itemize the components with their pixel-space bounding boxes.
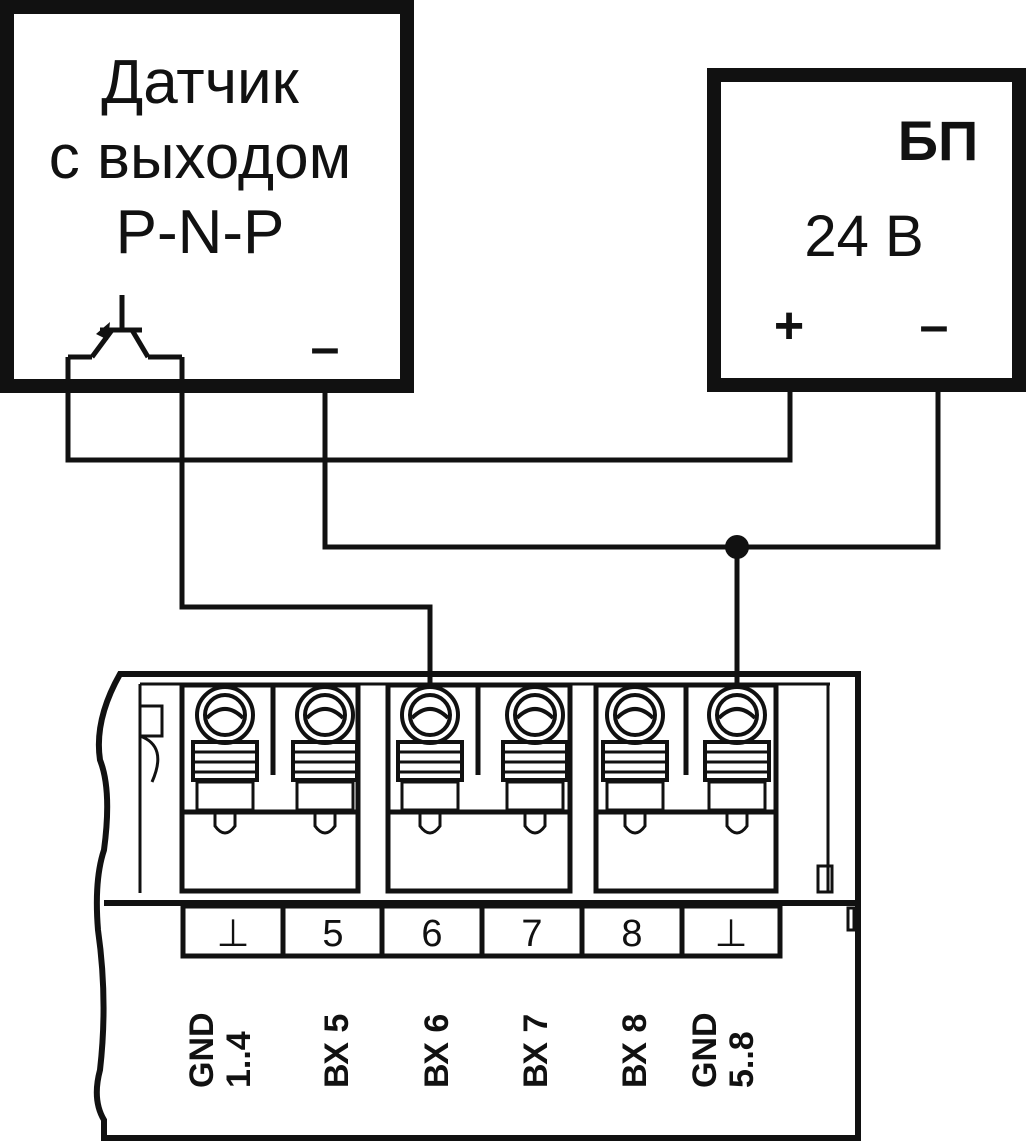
terminal-label-input-6: ВХ 6	[418, 1014, 456, 1088]
power-supply-voltage: 24 В	[804, 204, 923, 269]
power-supply-plus-label: +	[774, 297, 804, 355]
power-supply-minus-label: –	[920, 297, 949, 355]
terminal-number-6: 6	[421, 913, 442, 955]
wire-sensor-to-psu-plus	[65, 357, 793, 463]
terminal-number-gnd-5-8: ⊥	[714, 913, 747, 955]
terminal-label-input-5: ВХ 5	[318, 1014, 356, 1088]
wires	[65, 357, 941, 685]
terminal-number-8: 8	[621, 913, 642, 955]
power-supply-title: БП	[898, 109, 979, 172]
terminal-label-gnd-5-8: GND	[686, 1012, 724, 1088]
terminal-label-input-8: ВХ 8	[616, 1014, 654, 1088]
sensor-box: Датчик с выходом P-N-P –	[0, 0, 414, 393]
screw-terminal-6	[396, 685, 464, 835]
power-supply-box: БП 24 В + –	[707, 68, 1026, 392]
sensor-label-line2: с выходом	[49, 123, 351, 192]
terminal-sublabel-gnd-5-8: 5..8	[723, 1031, 761, 1088]
terminal-number-gnd-1-4: ⊥	[216, 913, 249, 955]
screw-terminals	[191, 685, 771, 835]
wire-sensor-output-to-input-6	[179, 357, 433, 685]
wire-sensor-minus-to-psu-minus	[322, 385, 941, 550]
terminal-sublabel-gnd-1-4: 1..4	[220, 1031, 258, 1088]
terminal-label-input-7: ВХ 7	[517, 1014, 555, 1088]
screw-terminal-gnd-1-4	[191, 685, 259, 835]
pnp-transistor-icon	[68, 295, 182, 360]
terminal-label-gnd-1-4: GND	[183, 1012, 221, 1088]
terminal-numbers: ⊥ 5 6 7 8 ⊥	[216, 913, 747, 955]
connector-housings	[179, 682, 779, 894]
sensor-label-line1: Датчик	[101, 48, 299, 117]
screw-terminal-5	[291, 685, 359, 835]
screw-terminal-8	[601, 685, 669, 835]
screw-terminal-gnd-5-8	[703, 685, 771, 835]
terminal-number-strip	[180, 903, 783, 959]
terminal-number-5: 5	[322, 913, 343, 955]
junction-dot	[725, 535, 749, 559]
screw-terminal-7	[501, 685, 569, 835]
terminal-labels: GND 1..4 ВХ 5 ВХ 6 ВХ 7 ВХ 8 GND 5..8	[183, 1012, 761, 1088]
terminal-number-7: 7	[521, 913, 542, 955]
sensor-label-line3: P-N-P	[116, 198, 285, 267]
sensor-minus-label: –	[311, 319, 340, 377]
